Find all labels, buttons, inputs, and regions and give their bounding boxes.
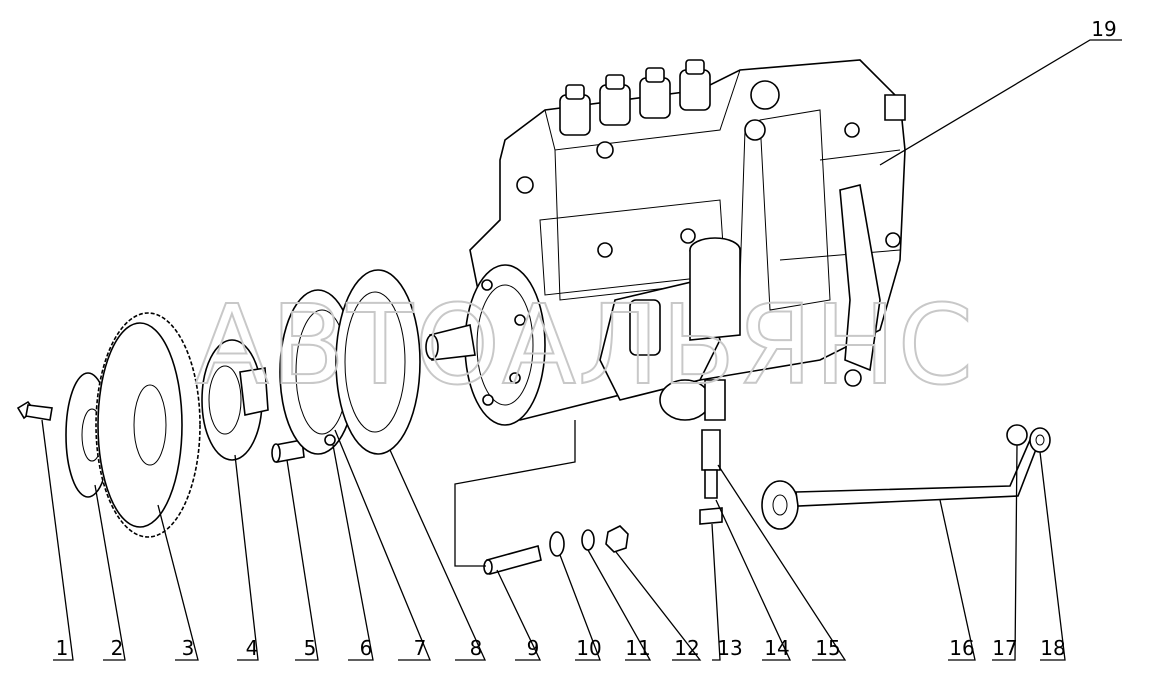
callout-15: 15: [815, 636, 840, 660]
part-12-nut: [605, 525, 629, 553]
part-4-coupling-hub: [201, 339, 269, 461]
callout-18: 18: [1040, 636, 1065, 660]
part-13-15-banjo-fitting: [699, 429, 723, 525]
callout-6: 6: [360, 636, 373, 660]
callout-2: 2: [111, 636, 124, 660]
callout-5: 5: [304, 636, 317, 660]
injection-pump-assembly: [425, 59, 906, 426]
assembly-bracket-line: [454, 420, 576, 567]
part-11-lock-washer: [581, 529, 595, 551]
callout-17: 17: [992, 636, 1017, 660]
callout-12: 12: [674, 636, 699, 660]
callout-labels: 1 2 3 4 5 6 7 8 9 10 11 12 13 14 15 16 1…: [56, 17, 1117, 660]
callout-14: 14: [764, 636, 789, 660]
part-10-washer: [549, 531, 565, 557]
callout-4: 4: [246, 636, 259, 660]
callout-3: 3: [182, 636, 195, 660]
callout-11: 11: [625, 636, 650, 660]
callout-13: 13: [717, 636, 742, 660]
part-5-pin: [271, 439, 305, 463]
part-1-bolt: [16, 400, 53, 421]
part-3-drive-gear: [95, 312, 201, 538]
part-16-fuel-pipe: [761, 438, 1040, 530]
part-18-washer: [1029, 427, 1051, 453]
part-6-7-gasket: [279, 289, 357, 455]
watermark-text: АВТОАЛЬЯНС: [195, 281, 975, 409]
part-17-banjo-bolt: [1006, 424, 1028, 446]
callout-8: 8: [470, 636, 483, 660]
callout-10: 10: [576, 636, 601, 660]
part-9-stud: [483, 545, 542, 575]
leader-lines: [41, 39, 1122, 661]
callout-7: 7: [414, 636, 427, 660]
callout-1: 1: [56, 636, 69, 660]
part-8-flange: [335, 269, 421, 455]
callout-16: 16: [949, 636, 974, 660]
callout-9: 9: [527, 636, 540, 660]
callout-19: 19: [1091, 17, 1116, 41]
